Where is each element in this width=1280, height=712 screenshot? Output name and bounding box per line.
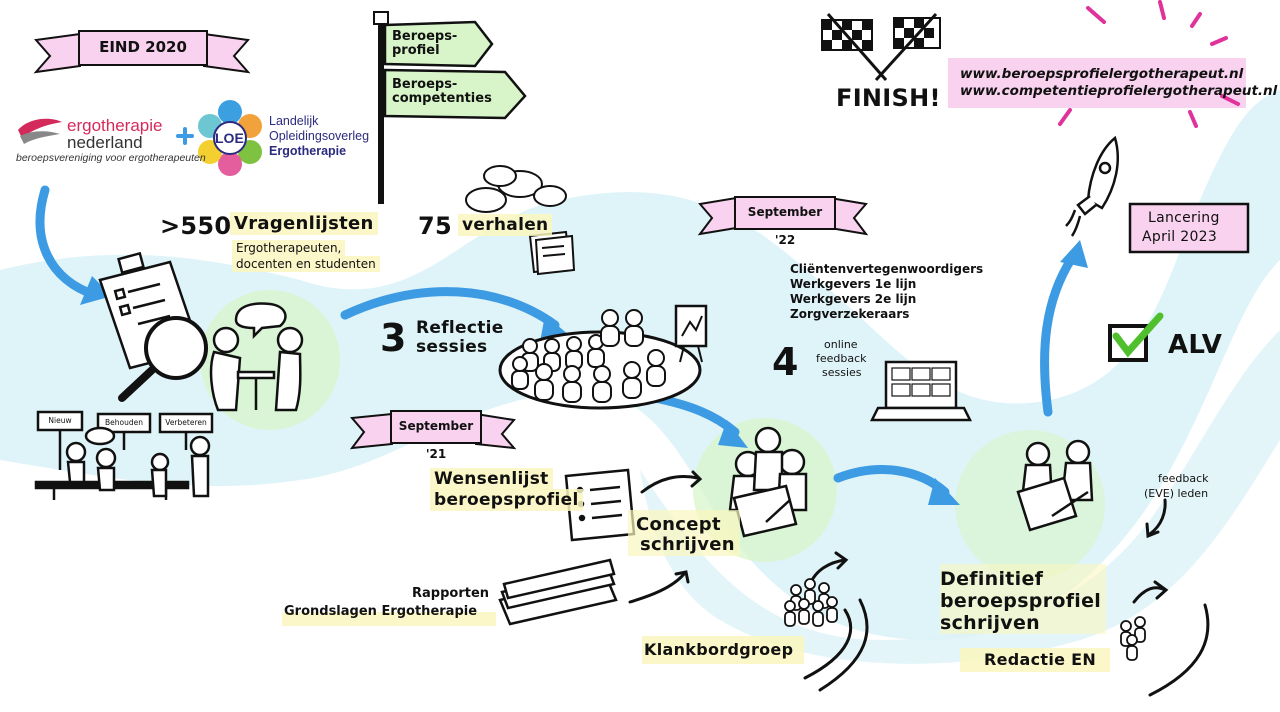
feedback-line2: (EVE) leden <box>1144 487 1209 500</box>
online-line3: sessies <box>822 366 862 379</box>
loe-logo-text: Landelijk Opleidingsoverleg Ergotherapie <box>269 114 369 159</box>
speech-bubbles-icon <box>465 165 567 213</box>
concept-writers <box>728 426 808 538</box>
sign2-line2: competenties <box>392 91 492 106</box>
editorial-group <box>1120 616 1146 661</box>
burst-lines <box>1058 0 1240 128</box>
concept-line2: schrijven <box>640 534 735 555</box>
surveys-count: >550 <box>160 212 232 240</box>
interview-figures <box>209 302 304 412</box>
sept22-ribbon: September '22 <box>734 196 836 247</box>
eind-2020-ribbon: EIND 2020 <box>78 30 208 66</box>
url-box <box>948 58 1246 108</box>
sign-beroepsprofiel: Beroeps- profiel <box>392 30 457 58</box>
final-writers <box>1016 439 1094 532</box>
wishlist-line2: beroepsprofiel <box>430 489 583 511</box>
bench-sign-behouden: Behouden <box>105 418 143 427</box>
sounding-board-group <box>784 578 838 627</box>
launch-box <box>1128 202 1250 254</box>
en-logo-tagline: beroepsvereniging voor ergotherapeuten <box>16 152 206 164</box>
online-count: 4 <box>772 340 799 384</box>
surveys-label: Vragenlijsten <box>230 212 378 235</box>
final-line2: beroepsprofiel <box>940 590 1102 612</box>
stakeholder-1: Cliëntenvertegenwoordigers <box>790 262 984 276</box>
highlights <box>282 510 1110 672</box>
reflection-line1: Reflectie <box>416 318 504 338</box>
laptop-icon <box>869 360 973 422</box>
reflection-meeting <box>498 304 708 410</box>
stories-label: verhalen <box>458 214 553 236</box>
surveys-sub2: docenten en studenten <box>232 256 380 272</box>
bench-scene <box>34 410 214 500</box>
final-line3: schrijven <box>940 612 1040 634</box>
en-logo-line2: nederland <box>67 133 143 152</box>
loe-logo-icon <box>198 100 262 176</box>
stories-count: 75 <box>418 212 452 240</box>
sept21-label: September '21 <box>398 419 474 461</box>
papers-icon <box>528 230 576 276</box>
finish-label: FINISH! <box>836 84 941 112</box>
eind-2020-label: EIND 2020 <box>99 38 187 56</box>
stakeholder-2: Werkgevers 1e lijn <box>790 277 917 291</box>
alv-checkbox-icon <box>1108 312 1164 362</box>
url-1: www.beroepsprofielergotherapeut.nl <box>960 66 1244 82</box>
editorial-label: Redactie EN <box>984 650 1097 669</box>
sign2-line1: Beroeps- <box>392 77 458 92</box>
finish-flags-icon <box>821 12 941 82</box>
sept22-label: September '22 <box>747 205 823 247</box>
sign1-line1: Beroeps- <box>392 29 458 44</box>
launch-line1: Lancering <box>1148 210 1220 226</box>
online-line2: feedback <box>816 352 867 365</box>
stakeholder-4: Zorgverzekeraars <box>790 307 910 321</box>
feedback-line1: feedback <box>1158 472 1209 485</box>
en-logo-line1: ergotherapie <box>67 116 163 135</box>
bench-sign-nieuw: Nieuw <box>48 416 72 425</box>
concept-line1: Concept <box>636 514 721 535</box>
magnifier-icon <box>118 316 208 402</box>
sounding-board-label: Klankbordgroep <box>644 640 794 659</box>
loe-badge-label: LOE <box>215 130 244 146</box>
reports-line2: Grondslagen Ergotherapie <box>284 604 478 619</box>
flow-arrowheads <box>80 240 1088 505</box>
small-arrows <box>628 470 1210 697</box>
reports-stack-icon <box>498 558 618 626</box>
surveys-sub1: Ergotherapeuten, <box>232 240 346 256</box>
plus-icon <box>176 127 194 145</box>
wishlist-line1: Wensenlijst <box>430 468 553 490</box>
rocket-icon <box>1065 135 1119 237</box>
loe-line3: Ergotherapie <box>269 144 347 158</box>
stakeholder-3: Werkgevers 2e lijn <box>790 292 917 306</box>
url-2: www.competentieprofielergotherapeut.nl <box>960 83 1278 99</box>
reflection-count: 3 <box>380 316 407 360</box>
signpost <box>373 11 527 204</box>
online-line1: online <box>824 338 858 351</box>
alv-label: ALV <box>1168 330 1223 360</box>
bench-sign-verbeteren: Verbeteren <box>165 418 207 427</box>
sign1-line2: profiel <box>392 43 440 58</box>
en-logo-icon <box>18 118 62 144</box>
sign-beroepscompetenties: Beroeps- competenties <box>392 78 492 106</box>
reflection-line2: sessies <box>416 337 488 357</box>
loe-line2: Opleidingsoverleg <box>269 129 370 143</box>
launch-line2: April 2023 <box>1142 229 1218 245</box>
loe-line1: Landelijk <box>269 114 319 128</box>
reports-line1: Rapporten <box>412 586 490 601</box>
sept21-ribbon: September '21 <box>390 410 482 461</box>
final-line1: Definitief <box>940 568 1044 590</box>
